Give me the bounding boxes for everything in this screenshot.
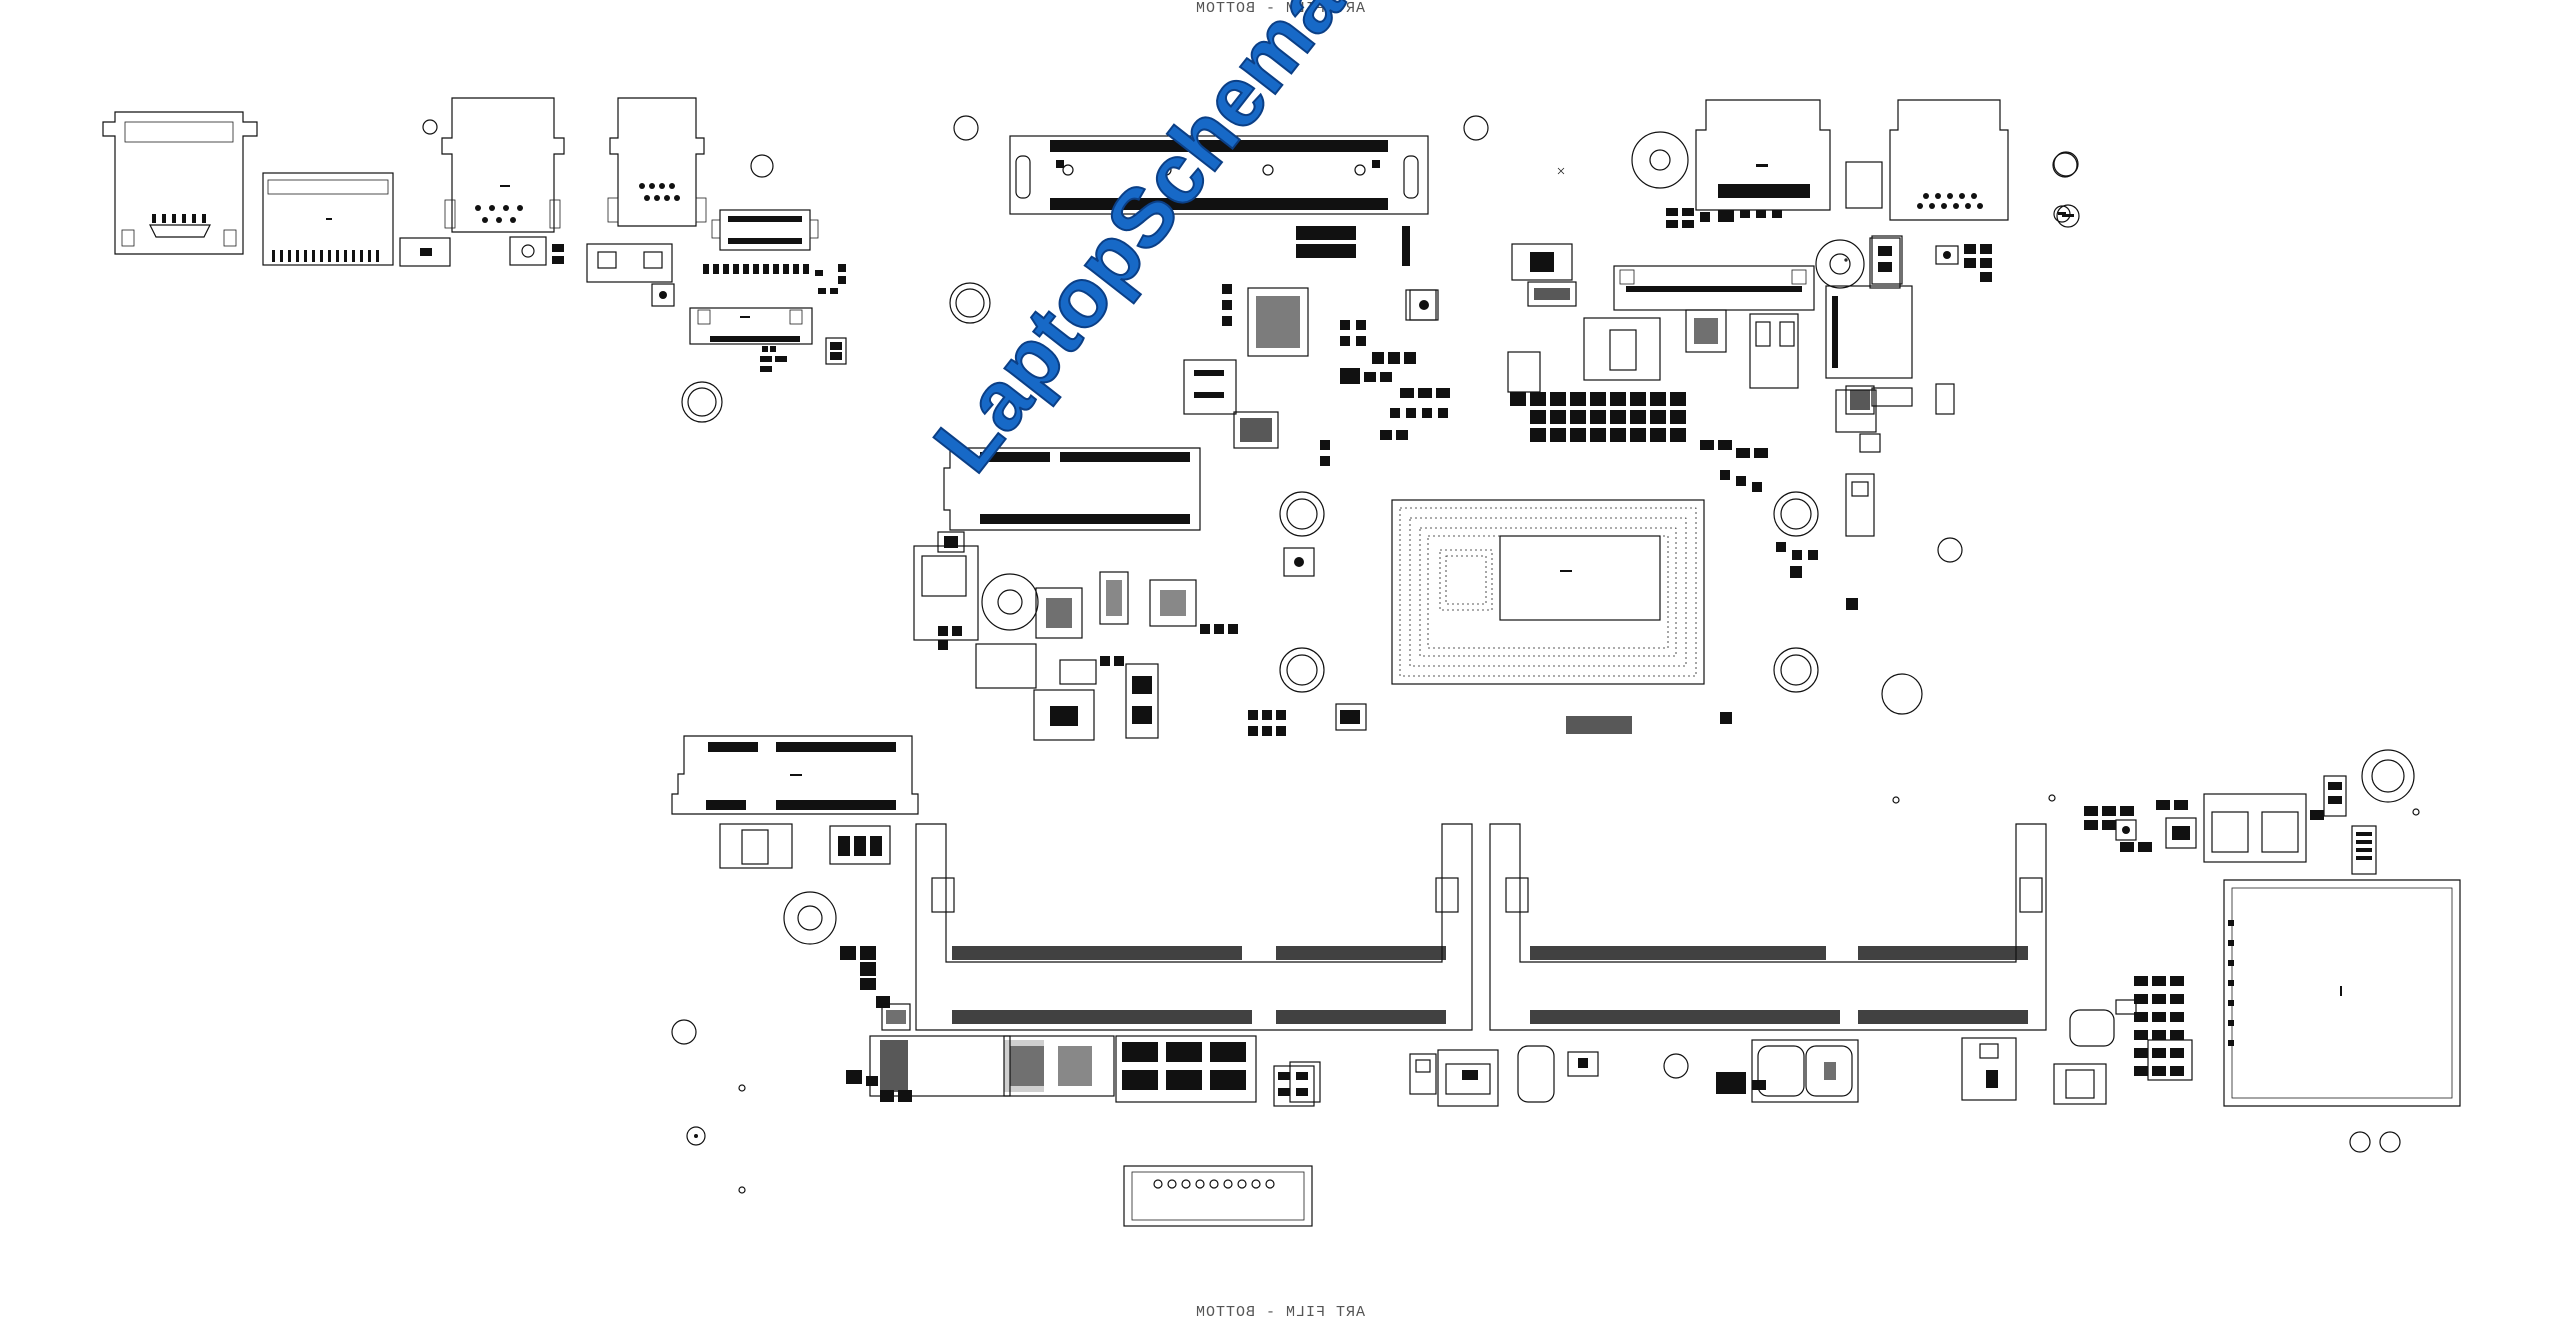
center-left-cluster (1183, 226, 1577, 466)
dimm-slot-left (915, 823, 1473, 1031)
mounting-hole-icon (671, 115, 2415, 1153)
fiducial-icon (686, 167, 2420, 1194)
top-center-connector (1009, 135, 1429, 215)
bottom-connector (1123, 1165, 1313, 1227)
right-card-slot (2069, 775, 2461, 1107)
right-mid-cluster (1507, 235, 1955, 734)
cpu-bga (1391, 499, 1705, 685)
dimm-slot-right (1489, 823, 2047, 1031)
page-footer: ART FILM - BOTTOM (1194, 1304, 1366, 1321)
top-left-connectors (102, 97, 847, 372)
bottom-row-components (840, 946, 2107, 1107)
left-mid-cluster (913, 447, 1367, 741)
top-right-connectors (1613, 99, 2080, 311)
left-lower-connector (671, 735, 919, 869)
